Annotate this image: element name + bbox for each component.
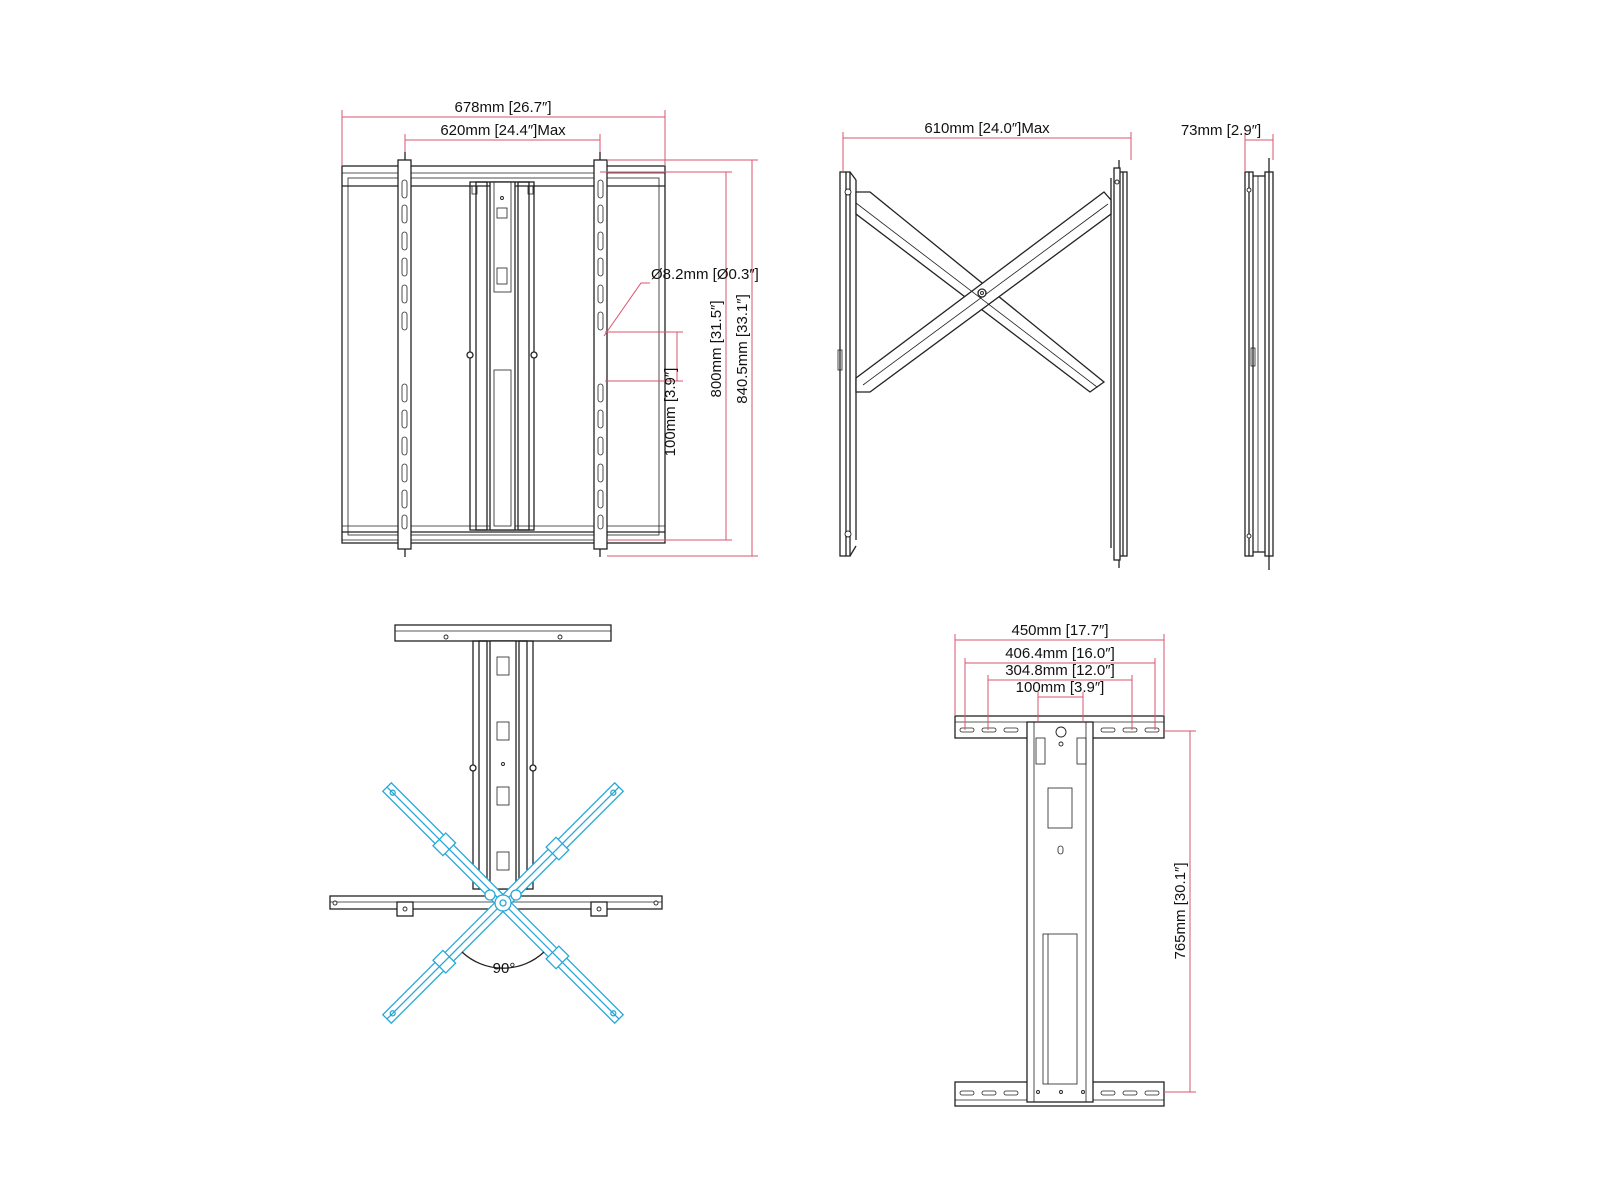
plate-spacing-3-label: 100mm [3.9″] (1016, 679, 1105, 696)
plate-spacing-2-label: 304.8mm [12.0″] (1005, 662, 1115, 679)
overall-height-label: 840.5mm [33.1″] (734, 294, 751, 404)
dimension-labels: 678mm [26.7″] 620mm [24.4″]Max Ø8.2mm [Ø… (440, 99, 1261, 977)
profile-depth-label: 73mm [2.9″] (1181, 122, 1261, 139)
wall-plate-dimensions (954, 634, 1196, 1093)
rotated-arms (381, 781, 625, 1025)
profile-view (1244, 158, 1274, 570)
rotation-angle-label: 90° (493, 960, 516, 977)
wall-plate-view (954, 715, 1165, 1107)
front-overall-width-label: 678mm [26.7″] (454, 99, 551, 116)
front-view-dimensions (341, 110, 758, 557)
hole-diameter-label: Ø8.2mm [Ø0.3″] (651, 266, 759, 283)
plate-spacing-1-label: 406.4mm [16.0″] (1005, 645, 1115, 662)
side-view-dimensions (842, 132, 1132, 172)
plate-width-label: 450mm [17.7″] (1011, 622, 1108, 639)
front-vesa-width-label: 620mm [24.4″]Max (440, 122, 566, 139)
front-view (341, 152, 666, 557)
vesa-height-label: 800mm [31.5″] (708, 300, 725, 397)
side-view (837, 160, 1128, 568)
slot-pitch-label: 100mm [3.9″] (662, 368, 679, 457)
top-view (329, 624, 663, 917)
side-width-label: 610mm [24.0″]Max (924, 120, 1050, 137)
plate-height-label: 765mm [30.1″] (1172, 862, 1189, 959)
profile-view-dimensions (1244, 134, 1274, 172)
